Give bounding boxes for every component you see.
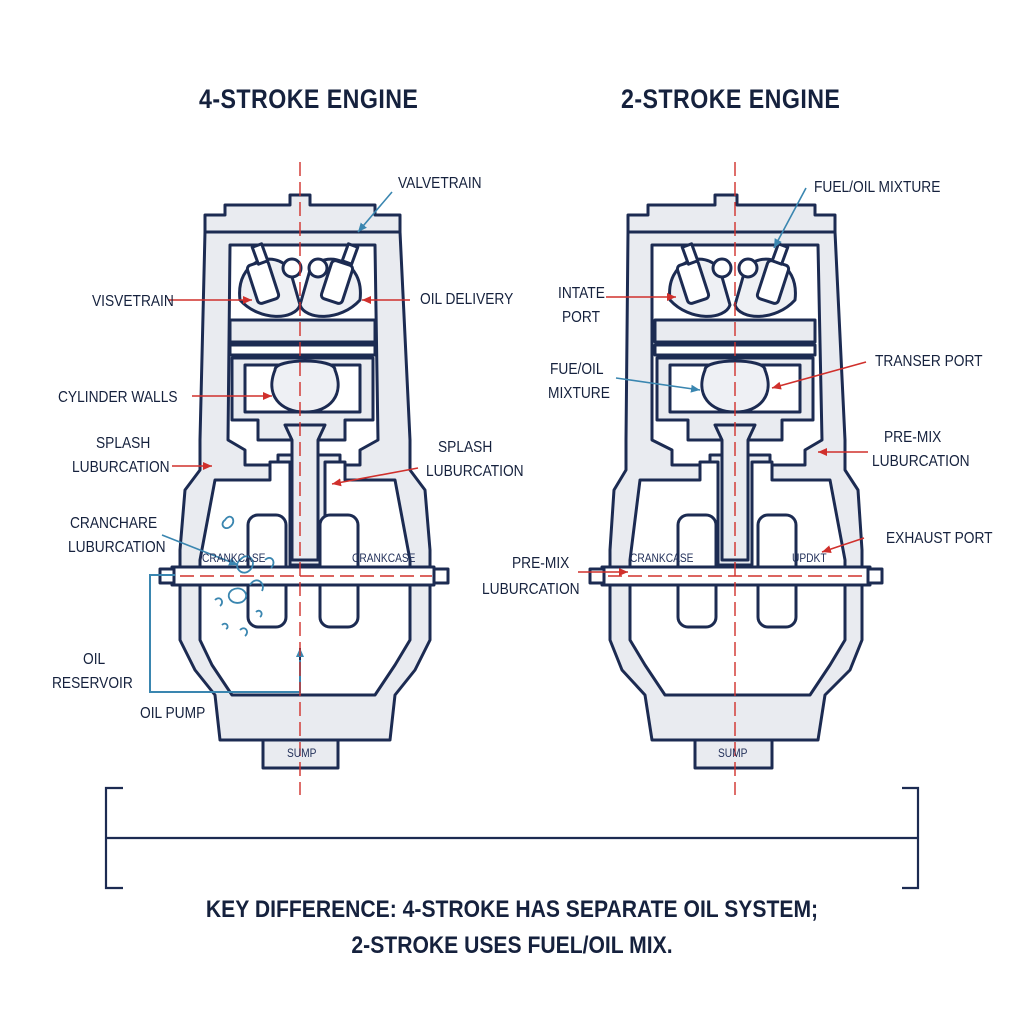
label-visvetrain: VISVETRAIN	[92, 293, 174, 310]
label-oil-pump: OIL PUMP	[140, 705, 206, 722]
title-four-stroke: 4-STROKE ENGINE	[199, 84, 419, 114]
label-splash-right-1: SPLASH	[438, 439, 493, 456]
label-crankcase-2: CRANKCASE	[630, 551, 694, 565]
label-oil-reservoir-1: OIL	[83, 651, 106, 668]
label-premix-right-1: PRE-MIX	[884, 429, 942, 446]
label-crankcase-left: CRANKCASE	[202, 551, 266, 565]
label-intate-1: INTATE	[558, 285, 605, 302]
label-cranchare-2: LUBURCATION	[68, 539, 166, 556]
label-oil-reservoir-2: RESERVOIR	[52, 675, 133, 692]
label-cranchare-1: CRANCHARE	[70, 515, 158, 532]
label-transer-port: TRANSER PORT	[875, 353, 983, 370]
piston-ring	[228, 343, 377, 357]
label-valvetrain: VALVETRAIN	[398, 175, 482, 192]
key-difference: KEY DIFFERENCE: 4-STROKE HAS SEPARATE OI…	[0, 892, 1024, 964]
connecting-rod	[283, 423, 327, 562]
label-splash-left-2: LUBURCATION	[72, 459, 170, 476]
label-crankcase-right: CRANKCASE	[352, 551, 416, 565]
oil-pump-line	[149, 574, 301, 693]
title-two-stroke: 2-STROKE ENGINE	[621, 84, 841, 114]
oil-splash	[214, 515, 275, 637]
label-premix-right-2: LUBURCATION	[872, 453, 970, 470]
label-splash-left-1: SPLASH	[96, 435, 151, 452]
label-sump-left: SUMP	[287, 746, 317, 760]
label-fue-oil-2: MIXTURE	[548, 385, 610, 402]
arrow-exhaust-port	[821, 537, 865, 553]
valvetrain-assembly	[238, 242, 362, 318]
wrist-pin	[270, 359, 340, 414]
label-intate-2: PORT	[562, 309, 600, 326]
arrow-fue-oil	[615, 377, 701, 393]
label-updkt: UPDKT	[792, 551, 827, 565]
label-premix-left-2: LUBURCATION	[482, 581, 580, 598]
arrow-splash-right	[331, 467, 419, 487]
label-premix-left-1: PRE-MIX	[512, 555, 570, 572]
label-cylinder-walls: CYLINDER WALLS	[58, 389, 178, 406]
bracket	[104, 786, 920, 890]
label-oil-delivery: OIL DELIVERY	[420, 291, 514, 308]
arrow-transer-port	[771, 361, 867, 390]
label-fuel-oil-mixture: FUEL/OIL MIXTURE	[814, 179, 941, 196]
key-difference-line-1: KEY DIFFERENCE: 4-STROKE HAS SEPARATE OI…	[205, 896, 819, 923]
arrow-cranchare	[161, 534, 239, 566]
label-exhaust-port: EXHAUST PORT	[886, 530, 993, 547]
arrow-valvetrain	[357, 191, 393, 233]
piston-crown	[228, 318, 377, 344]
label-sump-right: SUMP	[718, 746, 748, 760]
key-difference-line-2: 2-STROKE USES FUEL/OIL MIX.	[351, 932, 673, 959]
arrow-fuel-oil-mixture	[773, 187, 807, 249]
label-fue-oil-1: FUE/OIL	[550, 361, 604, 378]
four-stroke-engine	[158, 193, 450, 770]
cylinder-head-2	[626, 193, 837, 234]
cylinder-head	[203, 193, 402, 234]
two-stroke-engine	[588, 193, 884, 770]
port-assembly	[668, 242, 797, 318]
label-splash-right-2: LUBURCATION	[426, 463, 524, 480]
sump-2	[693, 738, 774, 770]
